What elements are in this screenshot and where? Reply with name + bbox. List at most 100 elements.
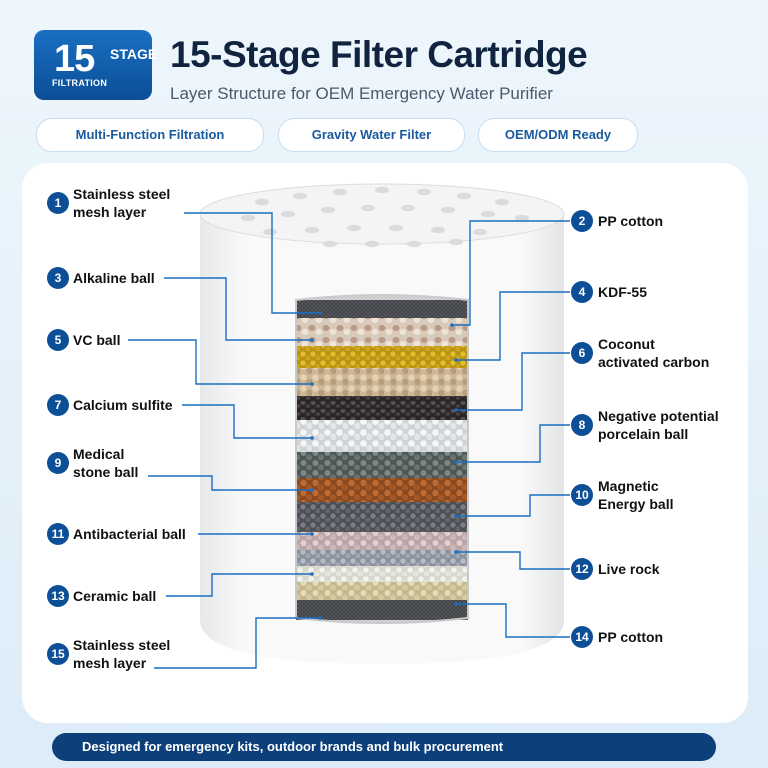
stage-badge: 15 STAGE FILTRATION [34, 30, 157, 100]
leader-dot [454, 602, 458, 606]
filter-layer-band [296, 420, 468, 452]
badge-number: 15 [54, 38, 95, 80]
layer-name: Live rock [598, 561, 660, 577]
layer-callout: 3 Alkaline ball [47, 267, 155, 289]
layer-callout: 12 Live rock [571, 558, 660, 580]
page-subtitle: Layer Structure for OEM Emergency Water … [170, 84, 553, 103]
leader-line [128, 339, 312, 385]
leader-lines [128, 212, 570, 669]
cap-hole [407, 240, 421, 248]
leader-dot [454, 408, 458, 412]
cap-hole [241, 214, 255, 222]
cap-hole [481, 210, 495, 218]
layer-number: 7 [55, 398, 62, 412]
leader-line [164, 277, 312, 341]
cap-hole [449, 238, 463, 246]
layer-number-badge [571, 484, 593, 506]
layer-number: 12 [575, 562, 589, 576]
layer-number: 3 [55, 271, 62, 285]
leader-dot [454, 514, 458, 518]
filter-layer-band [296, 368, 468, 396]
leader-dot [450, 323, 454, 327]
cap-hole [375, 186, 389, 194]
filter-cartridge [199, 183, 565, 664]
cartridge-cap [199, 183, 565, 245]
layer-labels: 1 Stainless steel mesh layer 2 PP cotton 3 Alk… [47, 186, 719, 671]
layer-name: Ceramic ball [73, 588, 156, 604]
layer-name: activated carbon [598, 354, 709, 370]
layer-number-badge [571, 210, 593, 232]
layer-callout: 1 Stainless steel mesh layer [47, 186, 170, 220]
layer-name: mesh layer [73, 204, 147, 220]
filter-layer-band [296, 478, 468, 502]
leader-line [184, 212, 320, 314]
cap-hole [305, 226, 319, 234]
cartridge-window [295, 294, 469, 624]
cap-hole [417, 188, 431, 196]
layer-number: 1 [55, 196, 62, 210]
layer-name: Antibacterial ball [73, 526, 186, 542]
layer-name: Medical [73, 446, 124, 462]
cap-hole [473, 228, 487, 236]
leader-dot [454, 460, 458, 464]
footer-banner: Designed for emergency kits, outdoor bra… [52, 733, 716, 761]
tag-oem-odm: OEM/ODM Ready [478, 118, 638, 152]
cap-hole [321, 206, 335, 214]
leader-line [456, 494, 570, 517]
leader-dot [310, 532, 314, 536]
filter-layer-band [296, 502, 468, 532]
filter-layer-band [296, 550, 468, 566]
layer-number-badge [571, 626, 593, 648]
leader-dot [310, 338, 314, 342]
filter-layer-band [296, 396, 468, 420]
cap-hole [441, 206, 455, 214]
layer-name: Stainless steel [73, 186, 170, 202]
cap-hole [361, 204, 375, 212]
tag-gravity-filter: Gravity Water Filter [278, 118, 465, 152]
leader-dot [454, 358, 458, 362]
layer-callout: 13 Ceramic ball [47, 585, 156, 607]
leader-line [182, 404, 312, 439]
layer-number-badge [571, 342, 593, 364]
cap-hole [281, 210, 295, 218]
layer-number: 10 [575, 488, 589, 502]
layer-name: PP cotton [598, 213, 663, 229]
layer-name: Magnetic [598, 478, 659, 494]
filter-layer-band [296, 532, 468, 550]
cap-hole [365, 240, 379, 248]
layer-number: 2 [579, 214, 586, 228]
layer-name: Negative potential [598, 408, 719, 424]
layer-name: Alkaline ball [73, 270, 155, 286]
layer-number-badge [571, 414, 593, 436]
layer-number: 13 [51, 589, 65, 603]
filter-layer-band [296, 582, 468, 600]
cap-hole [389, 224, 403, 232]
layer-number-badge [47, 523, 69, 545]
layer-callout: 2 PP cotton [571, 210, 663, 232]
leader-dot [454, 550, 458, 554]
layer-name: porcelain ball [598, 426, 688, 442]
cap-hole [431, 226, 445, 234]
cap-hole [401, 204, 415, 212]
layer-number-badge [47, 643, 69, 665]
filter-layer-band [296, 346, 468, 368]
leader-line [154, 617, 320, 669]
layer-number: 6 [579, 346, 586, 360]
badge-stage-label: STAGE [110, 46, 158, 62]
layer-callout: 11 Antibacterial ball [47, 523, 186, 545]
cap-hole [495, 198, 509, 206]
layer-number: 11 [52, 527, 65, 541]
cap-hole [457, 192, 471, 200]
layer-number-badge [571, 281, 593, 303]
layer-number-badge [47, 329, 69, 351]
layer-number: 15 [51, 647, 65, 661]
layer-number-badge [47, 267, 69, 289]
filter-layer-band [296, 566, 468, 582]
leader-line [456, 603, 570, 638]
